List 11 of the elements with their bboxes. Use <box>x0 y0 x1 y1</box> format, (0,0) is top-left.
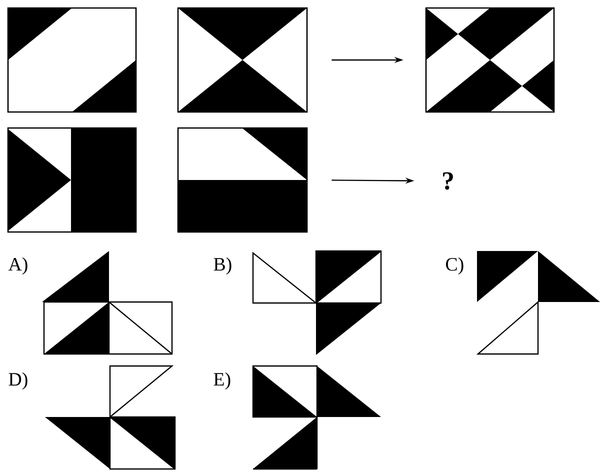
option-label: C) <box>446 257 464 275</box>
puzzle-figure <box>177 127 308 233</box>
option-label: B) <box>214 257 232 275</box>
option-label: E) <box>214 372 230 390</box>
puzzle-figure <box>7 127 137 233</box>
option-label: D) <box>8 372 28 390</box>
option-label: A) <box>8 257 28 275</box>
puzzle-figure <box>177 7 308 113</box>
puzzle-figure <box>7 7 137 113</box>
question-mark: ? <box>443 172 453 190</box>
puzzle-figure <box>425 7 555 113</box>
